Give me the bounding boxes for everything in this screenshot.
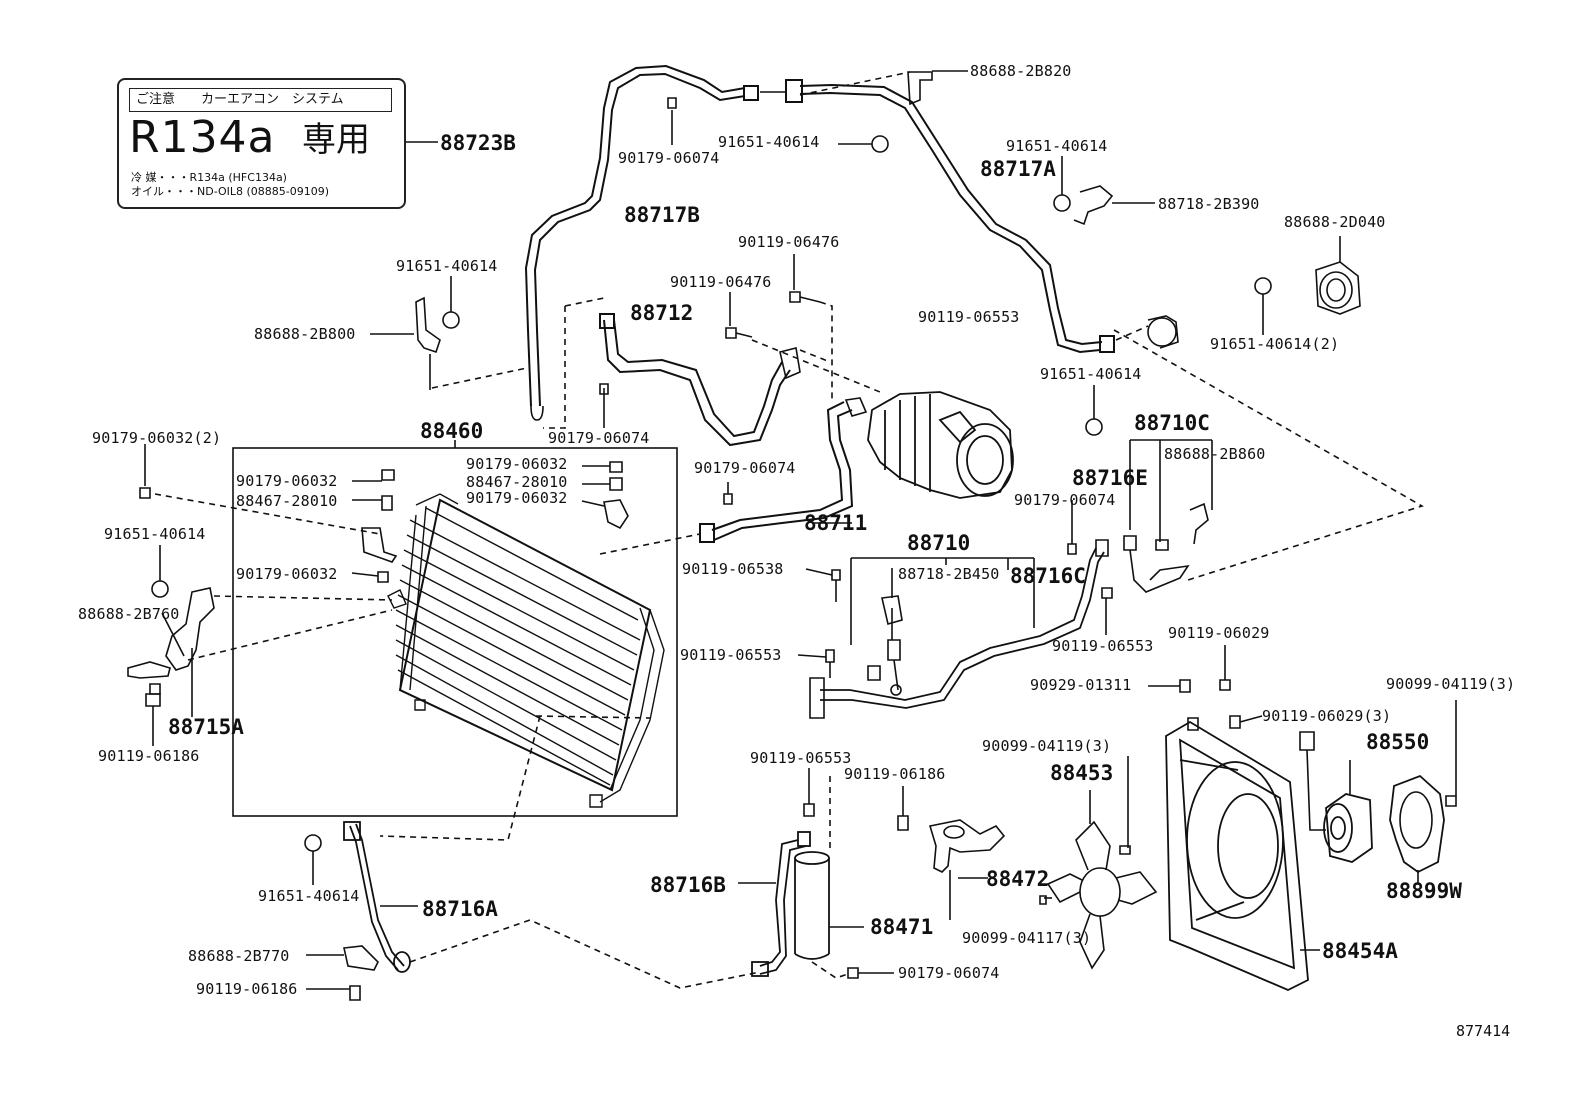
callout-90179-06032[interactable]: 90179-06032 [466, 455, 568, 473]
callout-88688-2b800[interactable]: 88688-2B800 [254, 325, 356, 343]
condenser-88460 [387, 493, 665, 808]
hose-88711 [699, 401, 854, 543]
callout-90119-06538[interactable]: 90119-06538 [682, 560, 784, 578]
callout-90119-06186[interactable]: 90119-06186 [196, 980, 298, 998]
callout-88472[interactable]: 88472 [986, 867, 1050, 891]
callout-91651-40614[interactable]: 91651-40614 [258, 887, 360, 905]
callout-88688-2b860[interactable]: 88688-2B860 [1164, 445, 1266, 463]
callout-91651-40614[interactable]: 91651-40614 [396, 257, 498, 275]
hose-88712 [599, 313, 791, 447]
callout-90099-04119-3[interactable]: 90099-04119(3) [1386, 675, 1516, 693]
label-dedicated: 専用 [302, 120, 370, 160]
callout-88471[interactable]: 88471 [870, 915, 934, 939]
pipe-88716b [751, 831, 811, 977]
callout-88716b[interactable]: 88716B [650, 873, 726, 897]
callout-88460[interactable]: 88460 [420, 419, 484, 443]
callout-90179-06074[interactable]: 90179-06074 [694, 459, 796, 477]
callout-90179-06032[interactable]: 90179-06032 [236, 472, 338, 490]
part-88688-2d040 [1315, 261, 1361, 315]
callout-91651-40614[interactable]: 91651-40614 [718, 133, 820, 151]
pipe-88717b [524, 64, 759, 407]
receiver-drier-88471 [794, 851, 830, 960]
part-88715a [127, 587, 215, 707]
fan-motor-88550 [1323, 793, 1373, 863]
pipe-88717a [785, 79, 1115, 354]
callout-88550[interactable]: 88550 [1366, 730, 1430, 754]
callout-88716a[interactable]: 88716A [422, 897, 498, 921]
callout-90119-06476[interactable]: 90119-06476 [738, 233, 840, 251]
callout-90179-06074[interactable]: 90179-06074 [898, 964, 1000, 982]
fan-shroud-88454a [1165, 720, 1309, 991]
compressor-88320 [867, 391, 1014, 499]
callout-88899w[interactable]: 88899W [1386, 879, 1462, 903]
pipe-88710 [820, 547, 1105, 709]
callout-90119-06553[interactable]: 90119-06553 [680, 646, 782, 664]
callout-88467-28010[interactable]: 88467-28010 [236, 492, 338, 510]
callout-88716c[interactable]: 88716C [1010, 564, 1086, 588]
callout-90929-01311[interactable]: 90929-01311 [1030, 676, 1132, 694]
callout-88716e[interactable]: 88716E [1072, 466, 1148, 490]
callout-90119-06029-3[interactable]: 90119-06029(3) [1262, 707, 1392, 725]
callout-90119-06186[interactable]: 90119-06186 [844, 765, 946, 783]
callout-91651-40614[interactable]: 91651-40614 [104, 525, 206, 543]
callout-88710[interactable]: 88710 [907, 531, 971, 555]
callout-90119-06029[interactable]: 90119-06029 [1168, 624, 1270, 642]
label-line-oil: オイル・・・ND-OIL8 (08885-09109) [131, 185, 330, 198]
callout-90179-06032[interactable]: 90179-06032 [236, 565, 338, 583]
callout-91651-40614-2[interactable]: 91651-40614(2) [1210, 335, 1340, 353]
callout-88715a[interactable]: 88715A [168, 715, 244, 739]
callout-90119-06186[interactable]: 90119-06186 [98, 747, 200, 765]
callout-88688-2b760[interactable]: 88688-2B760 [78, 605, 180, 623]
callout-90179-06074[interactable]: 90179-06074 [548, 429, 650, 447]
refrigerant-caution-label: ご注意 カーエアコン システム R134a 専用 冷 媒・・・R134a (HF… [117, 78, 406, 209]
callout-88712[interactable]: 88712 [630, 301, 694, 325]
callout-90099-04117-3[interactable]: 90099-04117(3) [962, 929, 1092, 947]
callout-88723b[interactable]: 88723B [440, 131, 516, 155]
callout-88718-2b450[interactable]: 88718-2B450 [898, 565, 1000, 583]
callout-90179-06032-2[interactable]: 90179-06032(2) [92, 429, 222, 447]
callout-88718-2b390[interactable]: 88718-2B390 [1158, 195, 1260, 213]
figure-reference-number: 877414 [1456, 1022, 1511, 1040]
callout-88711[interactable]: 88711 [804, 511, 868, 535]
callout-90119-06476[interactable]: 90119-06476 [670, 273, 772, 291]
callout-90119-06553[interactable]: 90119-06553 [750, 749, 852, 767]
callout-88688-2b770[interactable]: 88688-2B770 [188, 947, 290, 965]
callout-91651-40614[interactable]: 91651-40614 [1040, 365, 1142, 383]
callout-88710c[interactable]: 88710C [1134, 411, 1210, 435]
callout-88453[interactable]: 88453 [1050, 761, 1114, 785]
callout-88688-2b820[interactable]: 88688-2B820 [970, 62, 1072, 80]
callout-90119-06553[interactable]: 90119-06553 [918, 308, 1020, 326]
label-line-refrigerant: 冷 媒・・・R134a (HFC134a) [131, 171, 287, 184]
callout-88717b[interactable]: 88717B [624, 203, 700, 227]
callout-90179-06032[interactable]: 90179-06032 [466, 489, 568, 507]
label-refrigerant: R134a [129, 112, 276, 163]
callout-90099-04119-3[interactable]: 90099-04119(3) [982, 737, 1112, 755]
callout-88717a[interactable]: 88717A [980, 157, 1056, 181]
callout-91651-40614[interactable]: 91651-40614 [1006, 137, 1108, 155]
fan-88453 [1046, 820, 1158, 970]
callout-88467-28010[interactable]: 88467-28010 [466, 473, 568, 491]
callout-88454a[interactable]: 88454A [1322, 939, 1398, 963]
callout-90179-06074[interactable]: 90179-06074 [618, 149, 720, 167]
callout-90179-06074[interactable]: 90179-06074 [1014, 491, 1116, 509]
callout-90119-06553[interactable]: 90119-06553 [1052, 637, 1154, 655]
callout-88688-2d040[interactable]: 88688-2D040 [1284, 213, 1386, 231]
label-header: ご注意 カーエアコン システム [129, 88, 392, 112]
